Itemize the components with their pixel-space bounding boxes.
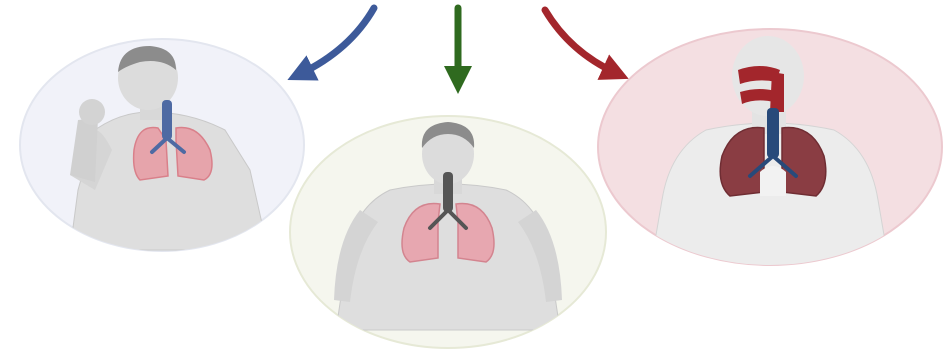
panel-obese-person — [290, 116, 606, 348]
trachea — [162, 100, 172, 140]
panel-coughing-person — [20, 39, 304, 251]
arrow-blue — [300, 8, 374, 74]
panel-airway-person — [598, 29, 942, 270]
pharynx — [770, 72, 784, 112]
fist — [79, 99, 105, 125]
trachea — [443, 172, 453, 212]
heart — [760, 166, 786, 196]
arrow-red — [545, 10, 616, 73]
arrows — [300, 8, 616, 80]
trachea — [767, 108, 779, 158]
